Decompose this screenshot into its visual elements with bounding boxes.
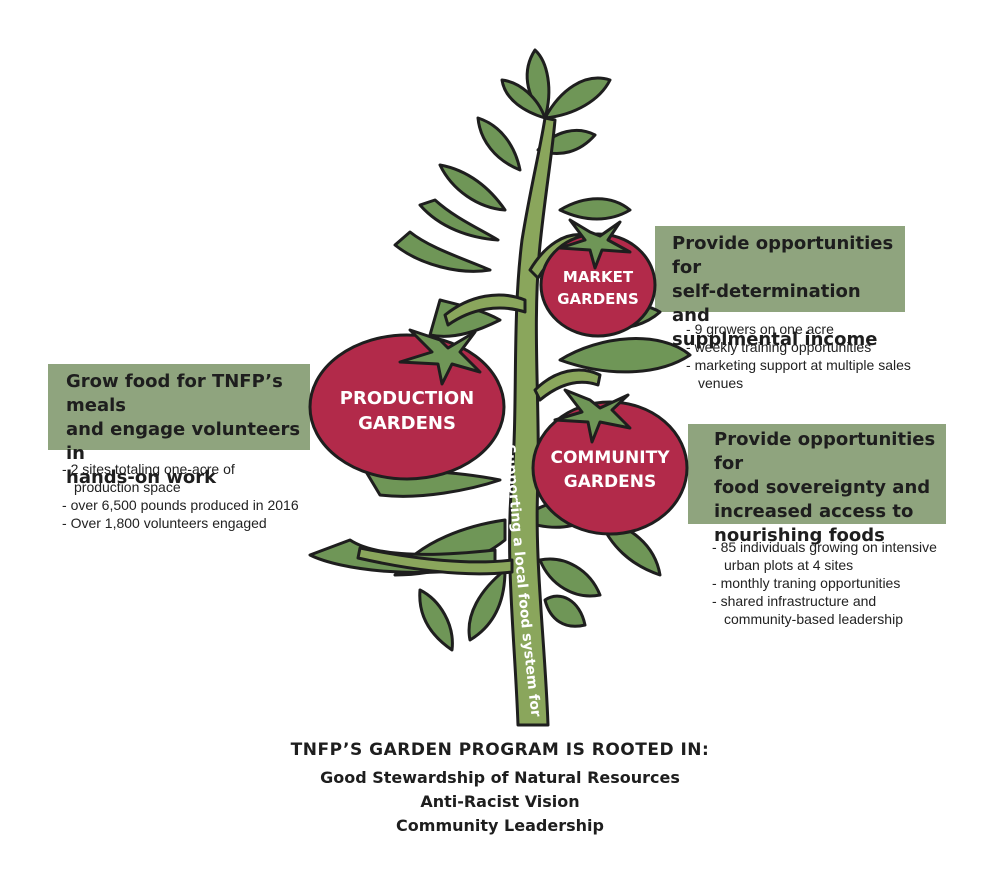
market-label-line2: GARDENS xyxy=(557,290,639,308)
footer-title: TNFP’S GARDEN PROGRAM IS ROOTED IN: xyxy=(290,740,710,760)
market-tomato-label: MARKET GARDENS xyxy=(548,266,648,310)
community-calyx xyxy=(553,388,632,444)
leaf xyxy=(543,594,587,628)
community-band xyxy=(688,424,946,524)
leaf xyxy=(393,230,492,273)
list-item: over 6,500 pounds produced in 2016 xyxy=(62,496,302,514)
list-item: marketing support at multiple sales venu… xyxy=(686,356,926,392)
branch xyxy=(356,546,514,576)
community-description: Provide opportunities for food sovereign… xyxy=(714,428,944,548)
market-bullets: 9 growers on one acre weekly training op… xyxy=(686,320,926,392)
leaf xyxy=(467,568,507,642)
leaf xyxy=(558,197,632,221)
production-band xyxy=(48,364,310,450)
list-item: monthly traning opportunities xyxy=(712,574,952,592)
production-label-line2: GARDENS xyxy=(358,413,456,434)
production-tomato xyxy=(308,333,506,481)
community-bullets: 85 individuals growing on intensive urba… xyxy=(712,538,952,628)
community-line: Provide opportunities for xyxy=(714,429,936,474)
list-item: weekly training opportunities xyxy=(686,338,926,356)
market-line: Provide opportunities for xyxy=(672,233,894,278)
list-item: 2 sites totaling one-acre of production … xyxy=(62,460,302,496)
production-label-line1: PRODUCTION xyxy=(339,388,475,409)
leaf xyxy=(538,557,602,598)
branch xyxy=(533,368,602,402)
list-item: 9 growers on one acre xyxy=(686,320,926,338)
main-stem xyxy=(508,116,557,727)
community-line: food sovereignty and xyxy=(714,477,931,498)
community-label-line1: COMMUNITY xyxy=(550,448,670,468)
leaf xyxy=(476,116,522,172)
production-tomato-label: PRODUCTION GARDENS xyxy=(322,386,492,436)
footer-item: Good Stewardship of Natural Resources xyxy=(320,768,680,787)
market-calyx xyxy=(558,218,632,270)
production-line: Grow food for TNFP’s meals xyxy=(66,371,283,416)
leaf xyxy=(500,78,547,120)
list-item: 85 individuals growing on intensive urba… xyxy=(712,538,952,574)
production-bullets: 2 sites totaling one-acre of production … xyxy=(62,460,302,532)
community-line: increased access to xyxy=(714,501,914,522)
leaf xyxy=(543,76,612,120)
list-item: shared infrastructure and community-base… xyxy=(712,592,952,628)
community-label-line2: GARDENS xyxy=(563,472,657,492)
footer-item: Community Leadership xyxy=(396,816,604,835)
production-calyx xyxy=(398,328,482,386)
footer-item: Anti-Racist Vision xyxy=(420,792,580,811)
market-band xyxy=(655,226,905,312)
branch xyxy=(443,293,527,327)
leaf xyxy=(418,588,454,652)
leaf xyxy=(438,163,507,212)
community-tomato-label: COMMUNITY GARDENS xyxy=(545,446,675,494)
leaf xyxy=(418,198,500,242)
production-line: and engage volunteers in xyxy=(66,419,301,464)
list-item: Over 1,800 volunteers engaged xyxy=(62,514,302,532)
market-label-line1: MARKET xyxy=(562,268,634,286)
leaf xyxy=(558,337,692,374)
